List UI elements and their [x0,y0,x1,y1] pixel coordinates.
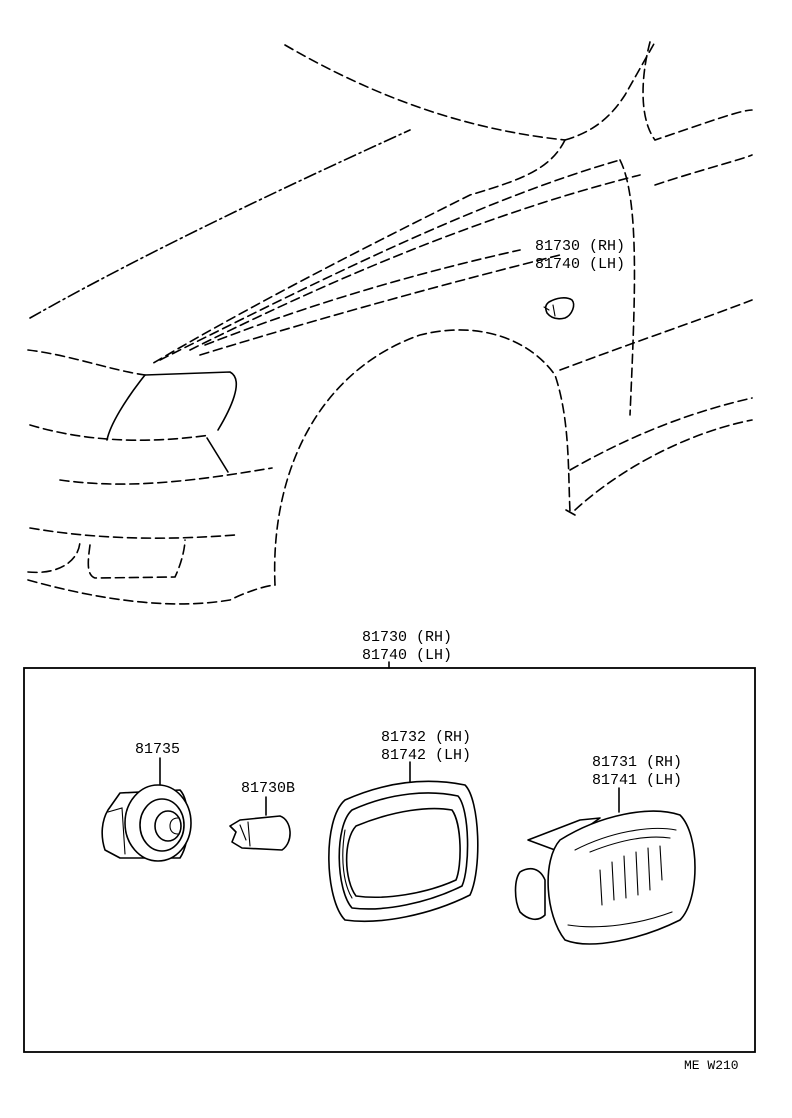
gasket-part [328,780,479,923]
part-gasket-label-line1: 81732 (RH) [381,729,471,746]
assembly-label-line1: 81730 (RH) [362,629,452,646]
part-81735-label: 81735 [135,741,180,758]
figure-code: ME W210 [684,1058,739,1073]
socket-part [101,784,192,862]
assembly-box [23,667,756,1053]
part-gasket-label-line2: 81742 (LH) [381,747,471,764]
car-callout-line2: 81740 (LH) [535,256,625,273]
part-lens-label-line2: 81741 (LH) [592,772,682,789]
part-81730b-label: 81730B [241,780,295,797]
car-callout-line1: 81730 (RH) [535,238,625,255]
assembly-label-line2: 81740 (LH) [362,647,452,664]
part-lens-label-line1: 81731 (RH) [592,754,682,771]
car-front-view [27,41,753,605]
lens-part [514,810,696,945]
side-marker-lamp-on-car [544,297,575,320]
bulb-part [229,815,291,851]
